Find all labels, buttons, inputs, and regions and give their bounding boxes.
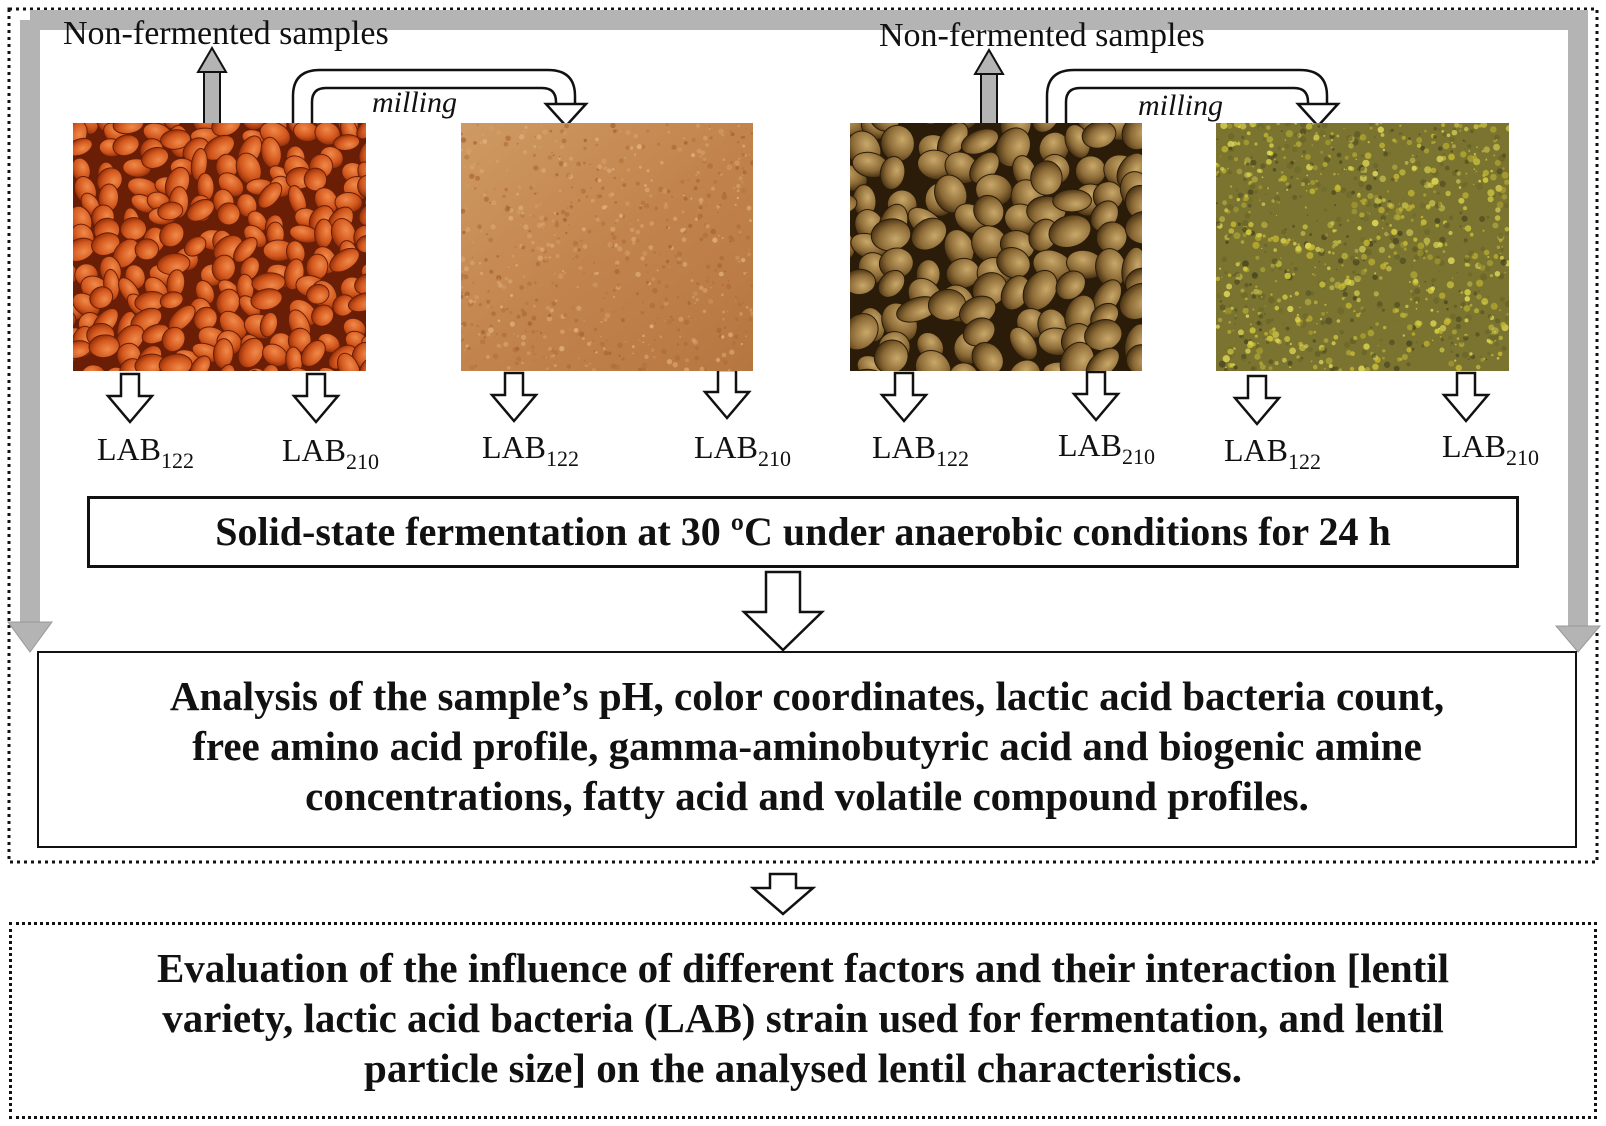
- lab-subscript: 122: [1288, 449, 1321, 474]
- down-arrow-to-lab: [1071, 370, 1121, 422]
- lab-subscript: 122: [161, 448, 194, 473]
- evaluation-box: Evaluation of the influence of different…: [9, 922, 1597, 1119]
- lab-subscript: 210: [1506, 445, 1539, 470]
- grey-up-arrow-left: [196, 46, 228, 125]
- lab-base: LAB: [872, 429, 936, 465]
- red-lentil-seeds-photo: [73, 123, 366, 371]
- evaluation-text: Evaluation of the influence of different…: [12, 925, 1594, 1093]
- lab-strain-label: LAB122: [1224, 434, 1321, 473]
- fermentation-text: Solid-state fermentation at 30 ºC under …: [215, 509, 1391, 554]
- milling-label-left: milling: [372, 86, 458, 119]
- milling-arrow-left: [291, 68, 589, 128]
- green-lentil-seeds-photo: [850, 123, 1142, 371]
- lab-subscript: 210: [346, 449, 379, 474]
- grey-loop-top-right: [30, 10, 1588, 630]
- down-arrow-to-lab: [105, 372, 155, 424]
- lab-strain-label: LAB210: [694, 431, 791, 470]
- lab-base: LAB: [1442, 428, 1506, 464]
- grey-arrowhead-left: [7, 621, 53, 653]
- analysis-line: free amino acid profile, gamma-aminobuty…: [192, 723, 1422, 770]
- down-arrow-to-analysis: [740, 570, 826, 652]
- analysis-text: Analysis of the sample’s pH, color coord…: [39, 653, 1575, 821]
- analysis-line: Analysis of the sample’s pH, color coord…: [169, 673, 1445, 719]
- lab-base: LAB: [1224, 432, 1288, 468]
- down-arrow-to-lab: [1232, 374, 1282, 426]
- down-arrow-to-lab: [879, 371, 929, 423]
- lab-subscript: 210: [758, 446, 791, 471]
- grey-up-arrow-right: [973, 48, 1005, 125]
- milling-label-right: milling: [1138, 89, 1224, 122]
- down-arrow-to-lab: [291, 372, 341, 424]
- lab-base: LAB: [282, 432, 346, 468]
- down-arrow-to-lab: [489, 371, 539, 423]
- lab-strain-label: LAB210: [1442, 430, 1539, 469]
- lab-strain-label: LAB210: [1058, 429, 1155, 468]
- evaluation-line: particle size] on the analysed lentil ch…: [364, 1045, 1242, 1092]
- down-arrow-to-lab: [1441, 371, 1491, 423]
- lab-base: LAB: [97, 431, 161, 467]
- grey-arrowhead-right: [1554, 625, 1602, 653]
- green-lentil-flour-photo: [1216, 123, 1509, 371]
- lab-subscript: 122: [546, 446, 579, 471]
- milling-arrow-right: [1045, 68, 1341, 128]
- lab-strain-label: LAB122: [482, 431, 579, 470]
- lab-base: LAB: [482, 429, 546, 465]
- red-lentil-flour-photo: [461, 123, 753, 371]
- analysis-box: Analysis of the sample’s pH, color coord…: [37, 651, 1577, 848]
- lab-subscript: 122: [936, 446, 969, 471]
- lab-base: LAB: [694, 429, 758, 465]
- lab-subscript: 210: [1122, 444, 1155, 469]
- outer-dotted-frame: [7, 7, 1599, 864]
- evaluation-line: variety, lactic acid bacteria (LAB) stra…: [162, 995, 1444, 1042]
- analysis-line: concentrations, fatty acid and volatile …: [305, 773, 1309, 820]
- lab-strain-label: LAB122: [97, 433, 194, 472]
- fermentation-box: Solid-state fermentation at 30 ºC under …: [87, 496, 1519, 568]
- down-arrow-to-evaluation: [749, 872, 817, 916]
- lab-base: LAB: [1058, 427, 1122, 463]
- non-fermented-label-left: Non-fermented samples: [63, 15, 389, 52]
- non-fermented-label-right: Non-fermented samples: [879, 17, 1205, 54]
- evaluation-line: Evaluation of the influence of different…: [156, 945, 1450, 991]
- lab-strain-label: LAB122: [872, 431, 969, 470]
- down-arrow-to-lab: [702, 368, 752, 420]
- lab-strain-label: LAB210: [282, 434, 379, 473]
